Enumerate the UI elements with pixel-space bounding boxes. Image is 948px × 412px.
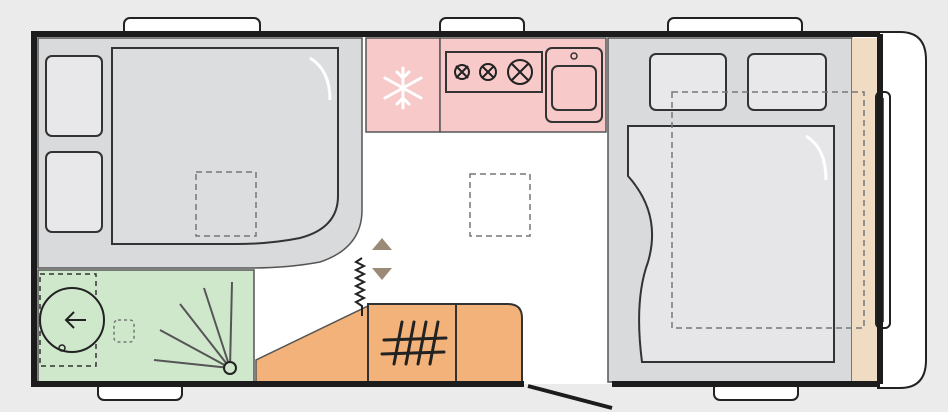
entrance-cabinet <box>255 303 523 383</box>
cushion-1 <box>45 55 103 137</box>
mattress-highlight <box>805 134 828 181</box>
hob <box>445 51 543 93</box>
door-hinge-spring <box>353 257 367 316</box>
skylight-centre <box>469 173 531 237</box>
snowflake-icon <box>383 66 423 110</box>
pillow-right <box>747 53 827 111</box>
drain-icon <box>153 281 237 375</box>
skylight-front <box>195 171 257 237</box>
toilet-icon <box>39 287 105 353</box>
sink-icon <box>545 47 603 123</box>
pillow-left <box>649 53 727 111</box>
kitchen <box>365 37 607 133</box>
entry-step-icon <box>353 238 392 316</box>
walls <box>31 31 883 387</box>
rear-bed <box>607 37 891 383</box>
front-dinette <box>37 37 363 269</box>
washroom <box>37 269 255 383</box>
mattress <box>627 125 835 363</box>
dinette-table-highlight <box>309 56 332 101</box>
heater-unit <box>367 303 523 383</box>
wood-strip <box>852 38 878 382</box>
heater-grille-icon <box>380 320 448 366</box>
wall-left-top <box>31 31 880 387</box>
dinette-table <box>111 47 339 245</box>
entrance-door[interactable] <box>527 384 613 410</box>
cushion-2 <box>45 151 103 233</box>
gas-burner-icon <box>454 59 533 85</box>
basin-outline <box>113 319 135 343</box>
skylight-rear <box>671 91 865 329</box>
